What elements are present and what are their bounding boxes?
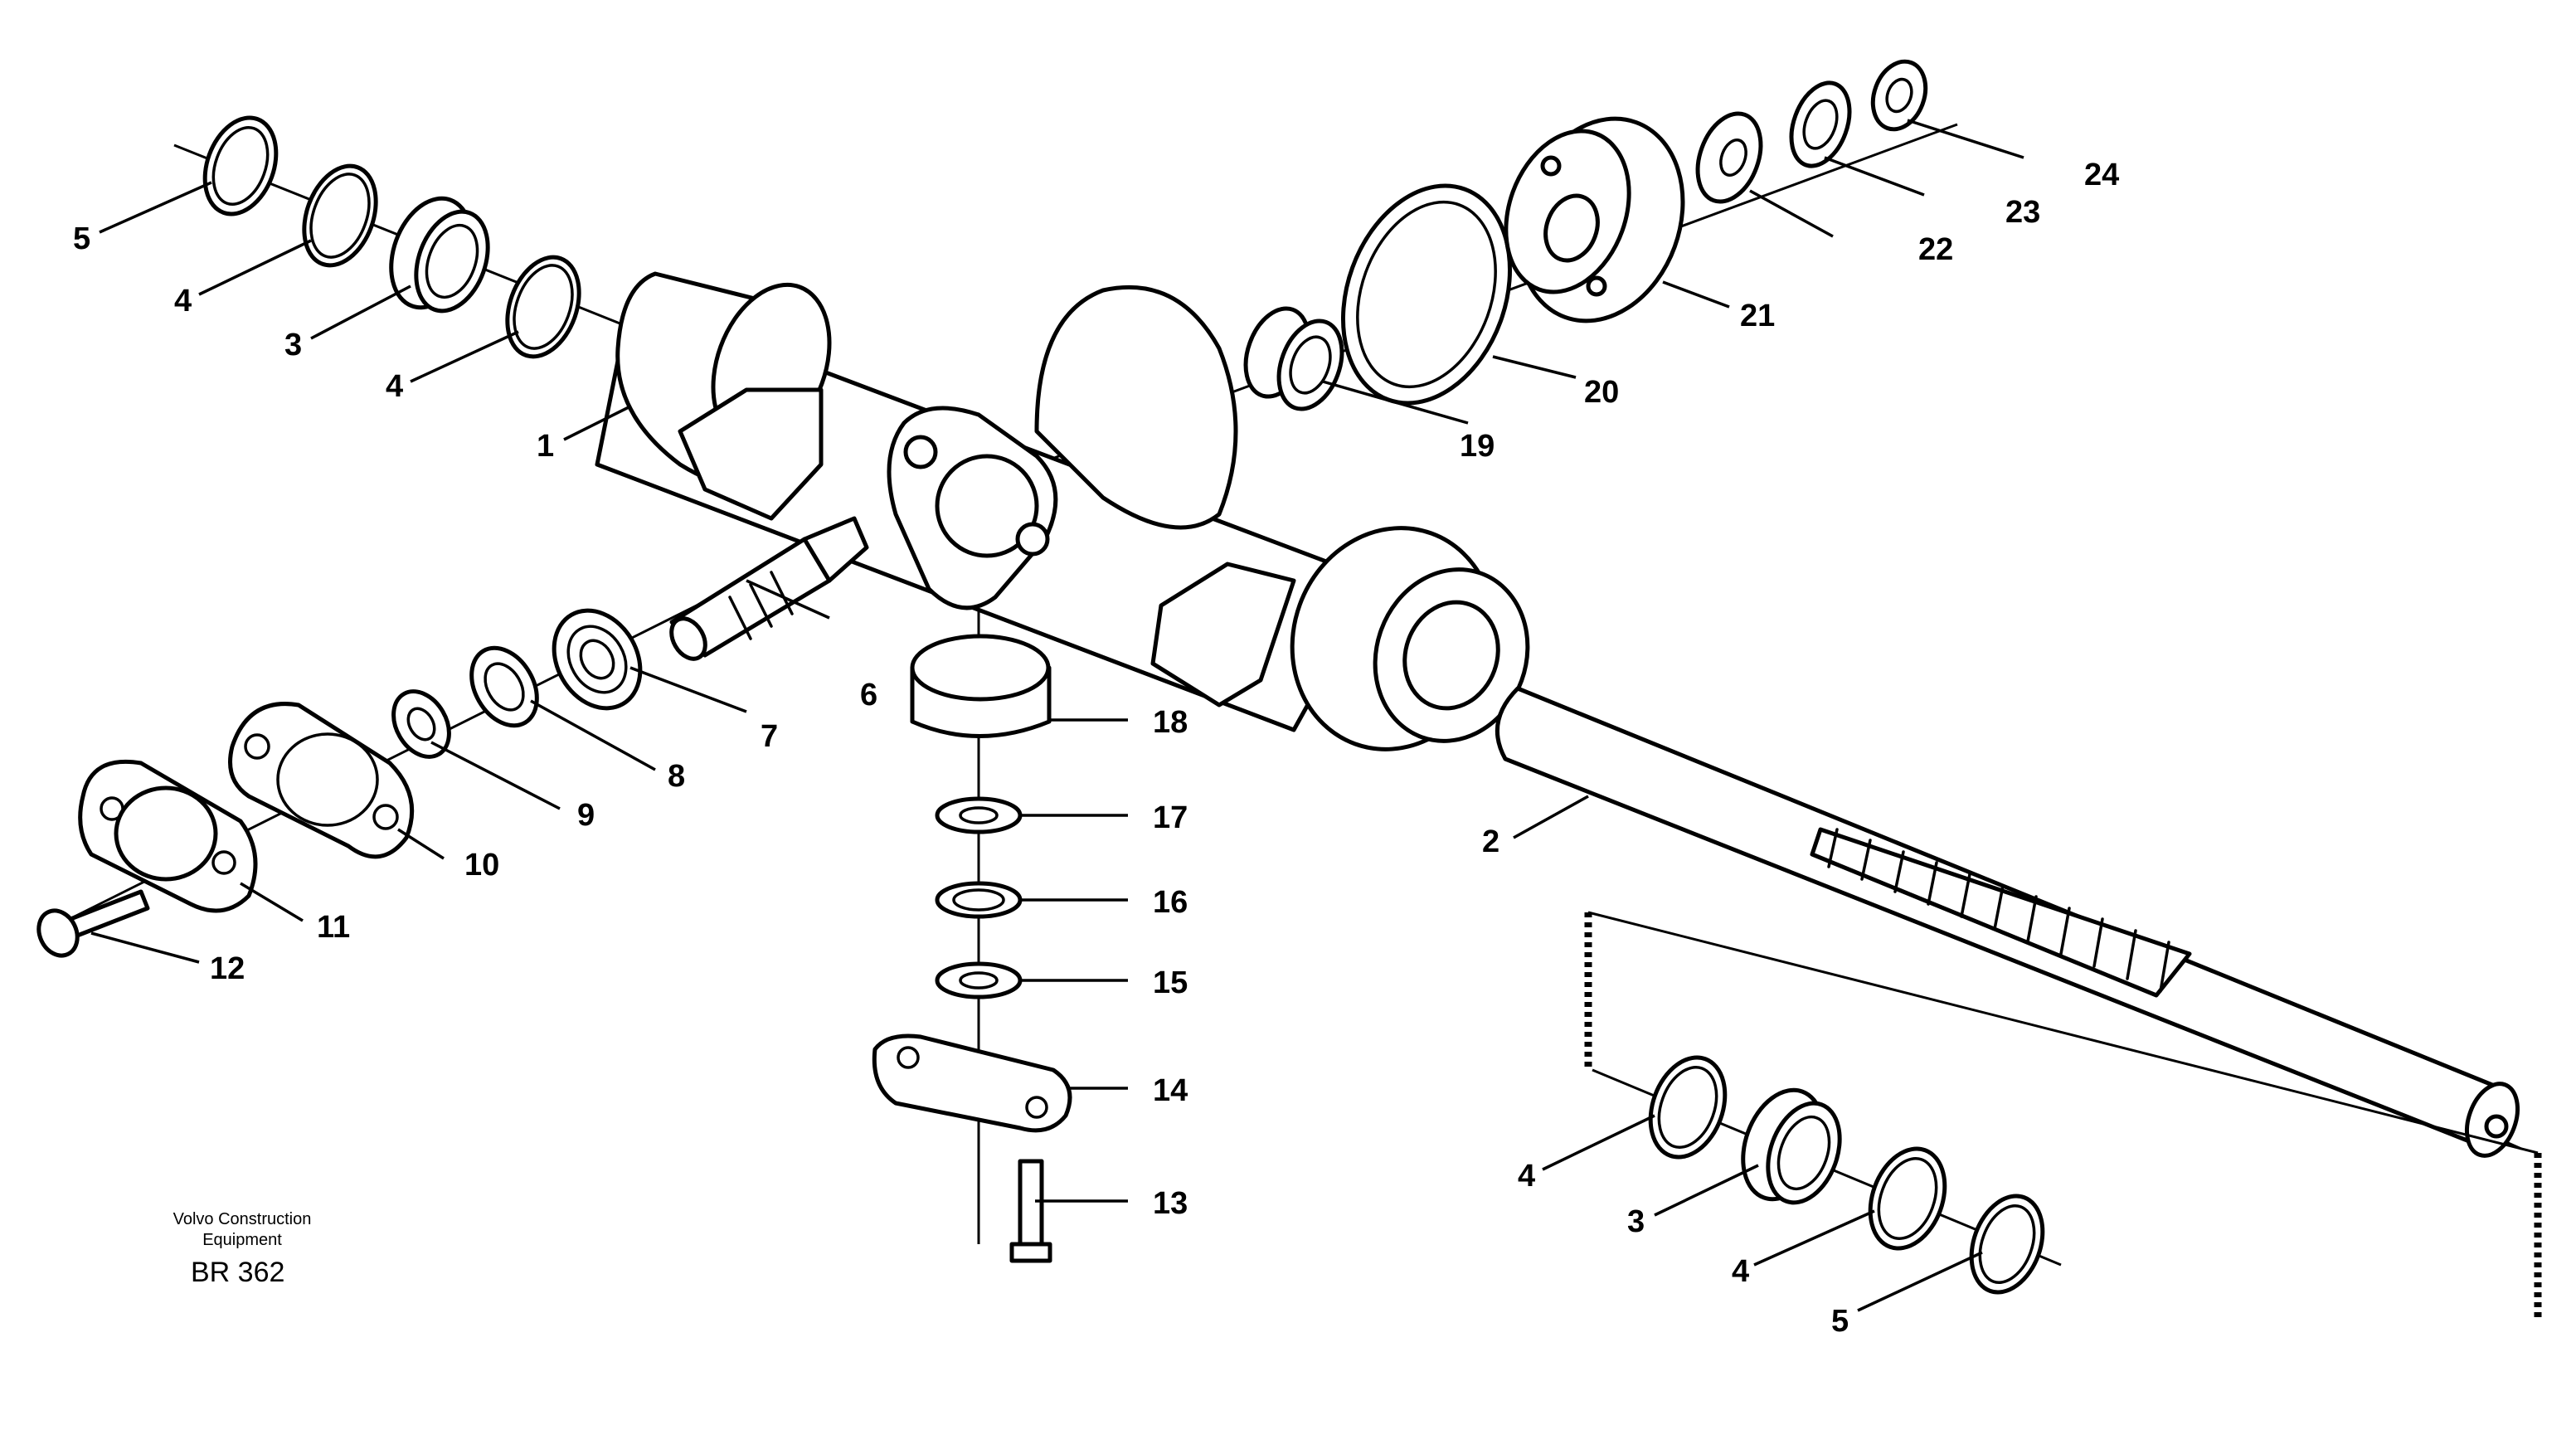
part-18-sleeve <box>910 634 1052 738</box>
part-6-pinion <box>669 516 869 661</box>
part-14-cover-plate <box>872 1033 1072 1133</box>
part-12-bolt <box>36 889 150 958</box>
part-4-o-ring-lower-1 <box>1648 1055 1728 1160</box>
label-4-upper-2: 4 <box>386 369 403 404</box>
part-10-gasket <box>228 702 415 859</box>
label-21: 21 <box>1740 299 1775 333</box>
label-2: 2 <box>1482 824 1499 859</box>
part-4-o-ring-upper-1 <box>302 163 378 268</box>
label-4-lower-2: 4 <box>1732 1254 1749 1289</box>
part-15-washer <box>935 961 1023 999</box>
part-3-seal-upper <box>389 196 490 314</box>
part-9-nut <box>391 689 451 759</box>
label-9: 9 <box>577 798 595 833</box>
rack-teeth <box>1827 828 2170 993</box>
part-8-lock-washer <box>469 645 539 728</box>
figure-reference: BR 362 <box>191 1257 284 1288</box>
detail-bracket <box>1584 911 2542 1319</box>
label-5-upper: 5 <box>73 221 90 256</box>
label-22: 22 <box>1918 232 1953 267</box>
label-11: 11 <box>317 910 350 945</box>
part-22-washer <box>1695 111 1763 204</box>
label-3-upper: 3 <box>284 328 302 362</box>
label-13: 13 <box>1153 1186 1188 1221</box>
part-1-rack-housing <box>595 271 1530 751</box>
label-5-lower: 5 <box>1831 1304 1849 1339</box>
label-19: 19 <box>1460 429 1495 464</box>
label-10: 10 <box>464 848 499 883</box>
part-23-lock-washer <box>1789 80 1852 168</box>
label-23: 23 <box>2005 195 2040 230</box>
credit-division: Equipment <box>202 1231 282 1249</box>
credit-block: Volvo Construction Equipment BR 362 <box>173 1210 312 1288</box>
label-4-upper-1: 4 <box>174 284 192 319</box>
part-4-o-ring-upper-2 <box>505 255 581 359</box>
label-16: 16 <box>1153 885 1188 920</box>
label-15: 15 <box>1153 965 1188 1000</box>
leader-lines <box>90 119 2024 1312</box>
label-6: 6 <box>860 678 877 712</box>
label-24: 24 <box>2084 158 2119 192</box>
label-17: 17 <box>1153 800 1188 835</box>
label-8: 8 <box>668 759 685 794</box>
part-4-o-ring-lower-2 <box>1868 1146 1947 1251</box>
part-3-seal-lower <box>1741 1087 1842 1205</box>
part-2-rack-bar <box>1495 686 2520 1158</box>
label-12: 12 <box>210 951 245 986</box>
label-4-lower-1: 4 <box>1518 1159 1535 1194</box>
part-16-sealing-washer <box>935 881 1023 919</box>
part-19-bushing <box>1243 306 1344 411</box>
part-5-circlip-upper <box>202 115 279 216</box>
label-7: 7 <box>761 719 778 754</box>
part-labels: 5 4 3 4 1 6 7 8 9 10 11 12 18 17 16 15 1… <box>73 158 2119 1339</box>
part-21-cover <box>1504 116 1685 323</box>
label-1: 1 <box>537 429 554 464</box>
part-5-circlip-lower <box>1969 1194 2045 1295</box>
part-13-bolt <box>1009 1159 1052 1263</box>
label-20: 20 <box>1584 375 1619 410</box>
label-18: 18 <box>1153 705 1188 740</box>
part-7-bearing <box>552 608 643 711</box>
part-24-castle-nut <box>1870 59 1928 132</box>
label-14: 14 <box>1153 1073 1188 1108</box>
credit-company: Volvo Construction <box>173 1210 312 1228</box>
label-3-lower: 3 <box>1627 1204 1645 1239</box>
part-20-gasket <box>1340 183 1513 406</box>
part-17-washer <box>935 796 1023 834</box>
part-11-cover-plate <box>78 759 258 913</box>
